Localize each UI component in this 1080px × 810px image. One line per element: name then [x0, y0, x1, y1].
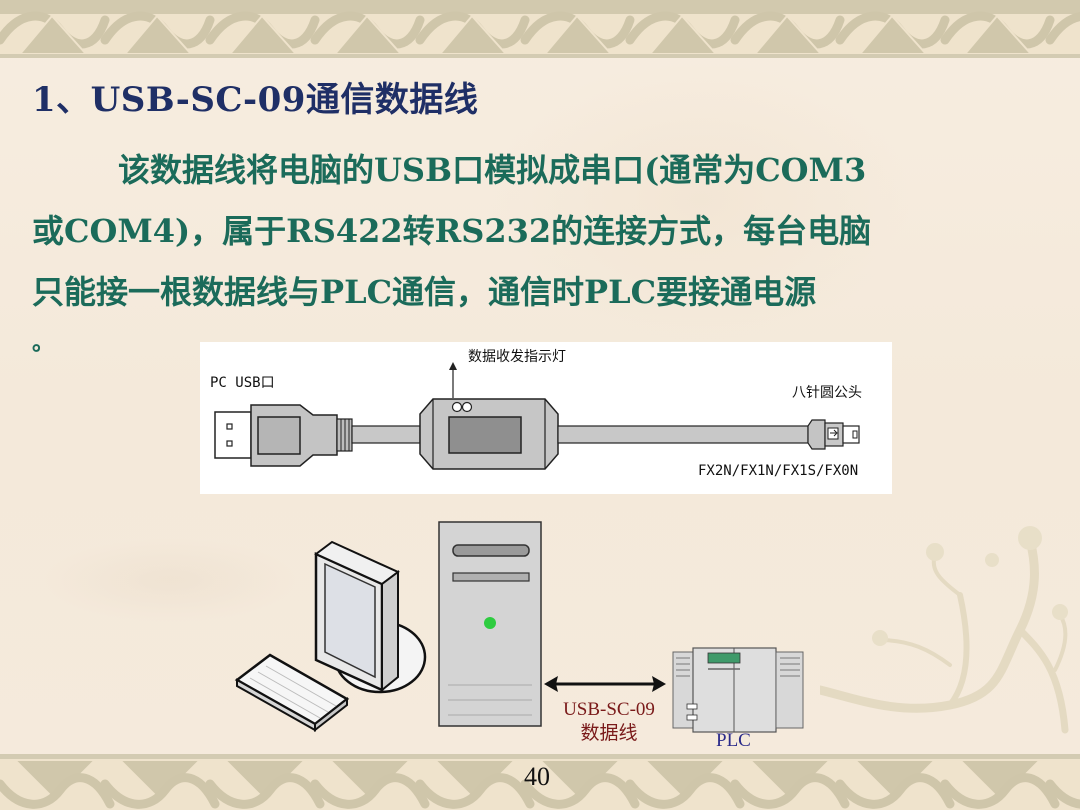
cable-name-line-2: 数据线 [580, 723, 638, 744]
double-arrow-icon [544, 676, 666, 692]
paragraph-line-3: 只能接一根数据线与PLC通信，通信时PLC要接通电源 [32, 273, 817, 311]
usb-sc-09-cable-icon [214, 362, 860, 470]
cable-name-line-1: USB-SC-09 [563, 699, 655, 720]
pc-tower-icon [438, 521, 542, 727]
body-paragraph: 该数据线将电脑的USB口模拟成串口(通常为COM3 或COM4)，属于RS422… [32, 140, 1052, 363]
monitor-icon [314, 540, 427, 694]
indicator-light-label: 数据收发指示灯 [468, 349, 566, 365]
plc-label: PLC [716, 730, 751, 751]
paragraph-line-2: 或COM4)，属于RS422转RS232的连接方式，每台电脑 [32, 212, 872, 250]
compatible-models-label: FX2N/FX1N/FX1S/FX0N [698, 463, 859, 479]
top-decorative-border [0, 0, 1080, 58]
slide-title: 1、USB-SC-09通信数据线 [32, 80, 479, 120]
connection-diagram: USB-SC-09 数据线 PLC [220, 512, 820, 752]
plc-unit-icon [672, 647, 804, 733]
paragraph-line-1: 该数据线将电脑的USB口模拟成串口(通常为COM3 [118, 151, 867, 189]
page-number: 40 [524, 762, 550, 791]
paragraph-line-4: 。 [32, 330, 55, 356]
bottom-decorative-border [0, 754, 1080, 810]
cable-name-label: USB-SC-09 数据线 [550, 698, 668, 746]
plum-branch-decoration [820, 526, 1069, 734]
cable-diagram: PC USB口 数据收发指示灯 八针圆公头 FX2N/FX1N/FX1S/FX0… [200, 342, 892, 494]
eight-pin-connector-label: 八针圆公头 [792, 385, 862, 401]
keyboard-icon [234, 653, 350, 733]
pc-usb-label: PC USB口 [210, 375, 275, 391]
